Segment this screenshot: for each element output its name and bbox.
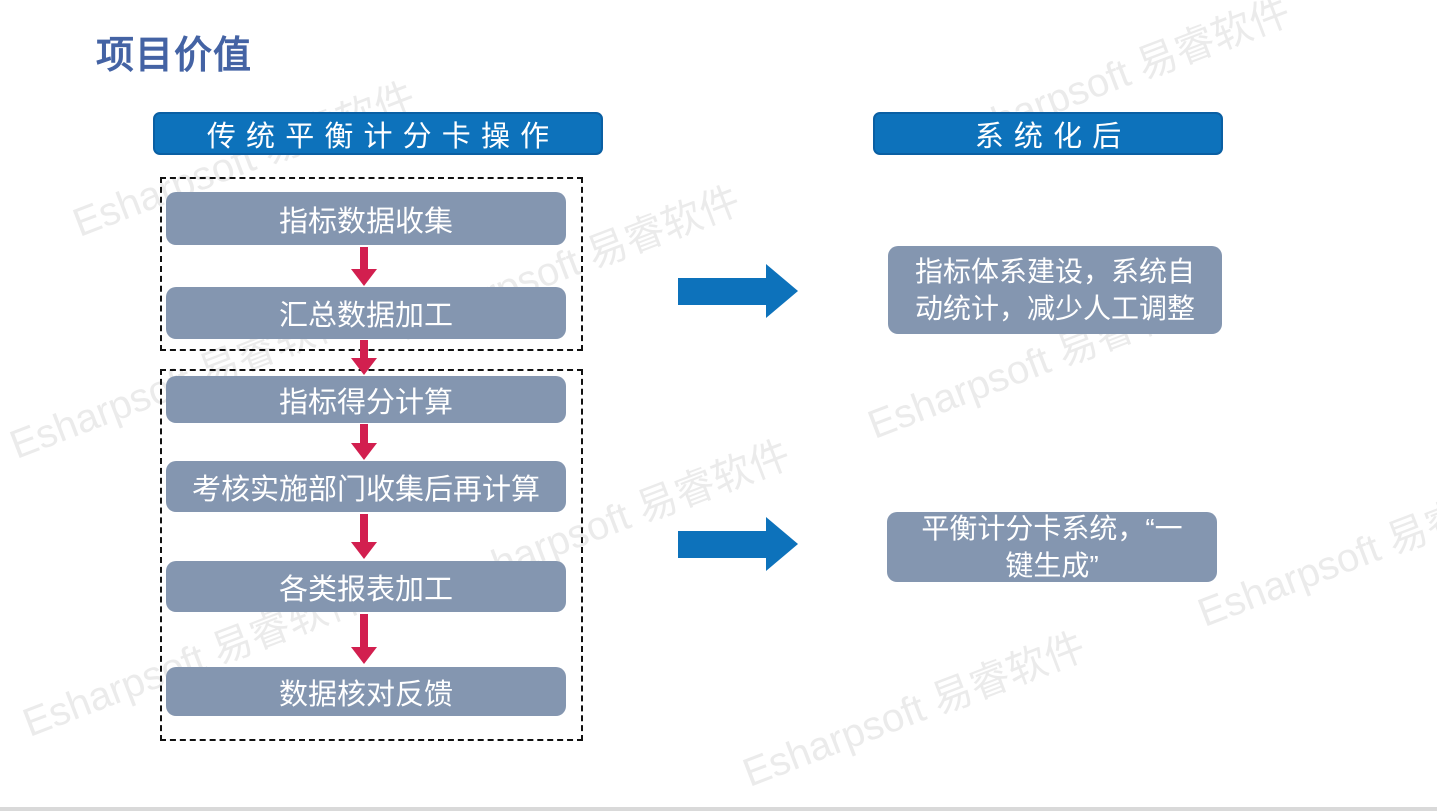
right-arrow-icon	[678, 264, 798, 318]
flow-step-5: 各类报表加工	[166, 561, 566, 612]
flow-step-6: 数据核对反馈	[166, 667, 566, 716]
down-arrow-icon	[351, 247, 377, 286]
flow-step-2: 汇总数据加工	[166, 287, 566, 339]
left-column-header: 传统平衡计分卡操作	[153, 112, 603, 155]
watermark-text: Esharpsoft 易睿软件	[737, 624, 1092, 796]
flow-step-3: 指标得分计算	[166, 376, 566, 423]
down-arrow-icon	[351, 614, 377, 664]
down-arrow-icon	[351, 424, 377, 460]
right-arrow-icon	[678, 517, 798, 571]
right-column-header: 系统化后	[873, 112, 1223, 155]
slide-bottom-border	[0, 807, 1437, 811]
result-box-2-line-2: 键生成”	[1005, 550, 1099, 581]
flow-step-1: 指标数据收集	[166, 192, 566, 245]
result-box-1-line-2: 动统计，减少人工调整	[914, 293, 1195, 324]
result-box-1-line-1: 指标体系建设，系统自	[914, 256, 1195, 287]
down-arrow-icon	[351, 340, 377, 375]
result-box-1: 指标体系建设，系统自 动统计，减少人工调整	[888, 246, 1222, 334]
down-arrow-icon	[351, 514, 377, 559]
flow-step-4: 考核实施部门收集后再计算	[166, 461, 566, 512]
dashed-group-1	[160, 177, 583, 351]
watermark-text: Esharpsoft 易睿软件	[1192, 464, 1437, 636]
page-title: 项目价值	[96, 35, 253, 77]
result-box-2: 平衡计分卡系统，“一 键生成”	[887, 512, 1217, 582]
result-box-2-line-1: 平衡计分卡系统，“一	[921, 513, 1183, 544]
